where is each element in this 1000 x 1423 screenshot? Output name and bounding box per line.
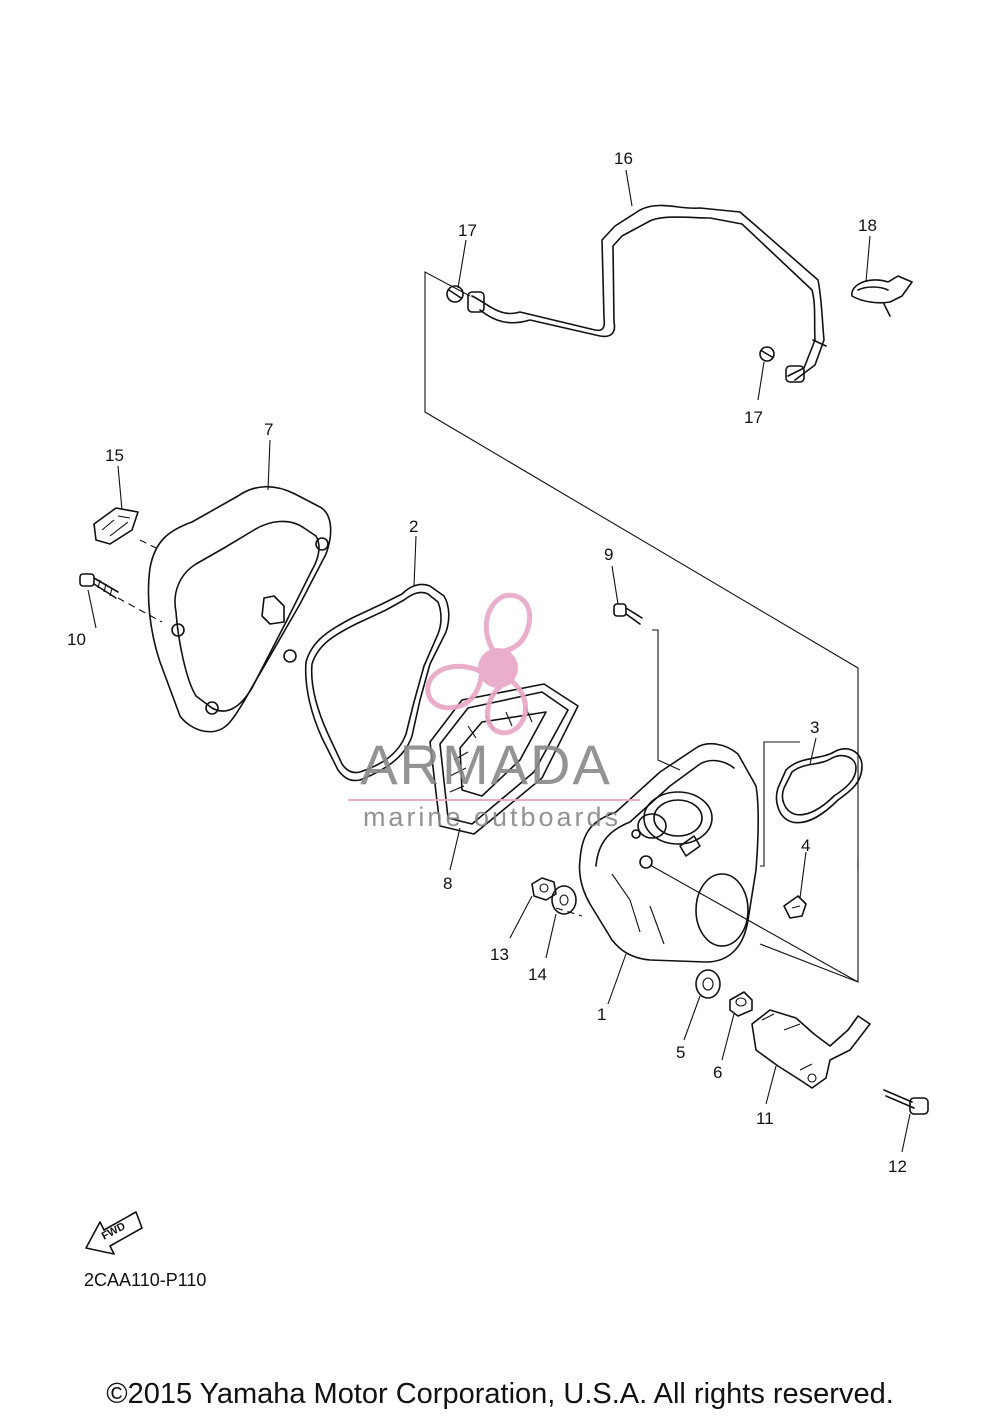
copyright-footer: ©2015 Yamaha Motor Corporation, U.S.A. A… [106, 1378, 894, 1410]
callout-16: 16 [614, 149, 633, 168]
callout-7: 7 [264, 420, 273, 439]
hose-clip-upper [446, 285, 464, 303]
air-filter-cover [147, 485, 332, 733]
air-filter-case [578, 742, 760, 963]
callout-17-upper: 17 [458, 221, 477, 240]
callout-12: 12 [888, 1157, 907, 1176]
hose-clamp [851, 275, 913, 317]
mounting-bracket [751, 1009, 871, 1089]
callout-14: 14 [528, 965, 547, 984]
hex-nut [531, 877, 557, 901]
hose-clip-lower [759, 346, 775, 362]
cover-bolt [79, 573, 119, 599]
grommet [695, 969, 721, 999]
leader-lines [87, 169, 911, 1153]
collar [729, 991, 753, 1017]
callout-17-lower: 17 [744, 408, 763, 427]
callout-15: 15 [105, 446, 124, 465]
callout-1: 1 [597, 1005, 606, 1024]
diagram-code: 2CAA110-P110 [84, 1270, 207, 1290]
retaining-clip [783, 895, 807, 919]
callout-4: 4 [801, 836, 810, 855]
cover-gasket [304, 583, 450, 782]
callout-6: 6 [713, 1063, 722, 1082]
callout-5: 5 [676, 1043, 685, 1062]
flat-washer [551, 885, 577, 915]
callout-3: 3 [810, 718, 819, 737]
label-decal [93, 507, 139, 545]
watermark-tagline: marine outboards [363, 802, 621, 832]
breather-hose [467, 204, 827, 383]
bracket-bolt [883, 1089, 929, 1115]
callout-11: 11 [756, 1109, 774, 1128]
watermark-name: ARMADA [360, 733, 612, 796]
callout-2: 2 [409, 517, 418, 536]
callout-8: 8 [443, 874, 452, 893]
callout-10: 10 [67, 630, 86, 649]
callout-18: 18 [858, 216, 877, 235]
propeller-logo-icon [425, 592, 532, 736]
callout-9: 9 [604, 545, 613, 564]
mounting-screw [613, 603, 643, 625]
armada-watermark: ARMADA marine outboards [348, 592, 640, 832]
oval-gasket [775, 748, 863, 824]
forward-arrow: FWD [85, 1211, 143, 1255]
reference-frame [424, 271, 859, 983]
callout-13: 13 [490, 945, 509, 964]
callout-labels: 1 2 3 4 5 6 7 8 9 10 11 12 13 14 15 16 1… [67, 149, 907, 1176]
